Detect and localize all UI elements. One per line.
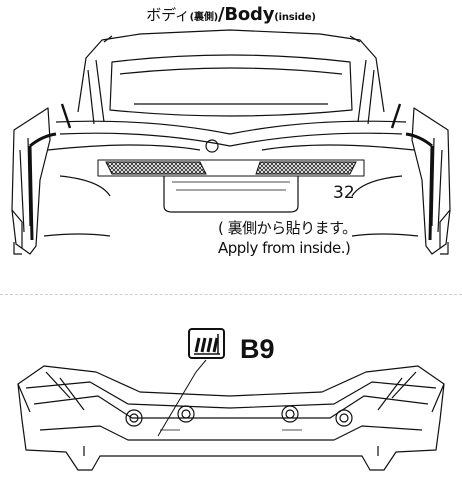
callout-leader-line: [157, 359, 207, 437]
title-sep: /: [218, 4, 225, 25]
note-jp: ( 裏側から貼ります。: [218, 219, 357, 237]
rear-bumper-b9-drawing: [17, 365, 445, 471]
mesh-grille-right: [255, 161, 357, 175]
title-en-small: (inside): [274, 12, 316, 23]
apply-note: ( 裏側から貼ります。 Apply from inside.): [218, 218, 357, 258]
car-body-rear-drawing: [11, 29, 451, 255]
title-en: Body: [224, 4, 275, 25]
title-jp: ボディ: [146, 6, 190, 24]
note-en: Apply from inside.): [218, 239, 351, 257]
page-title: ボディ(裏側)/Body(inside): [0, 4, 462, 25]
sticker-number: 32: [333, 183, 355, 203]
title-jp-small: (裏側): [189, 12, 219, 23]
part-code-label: B9: [240, 334, 275, 364]
section-divider: [0, 294, 462, 295]
mesh-grille-left: [105, 161, 207, 175]
part-tree-icon: [188, 328, 225, 359]
